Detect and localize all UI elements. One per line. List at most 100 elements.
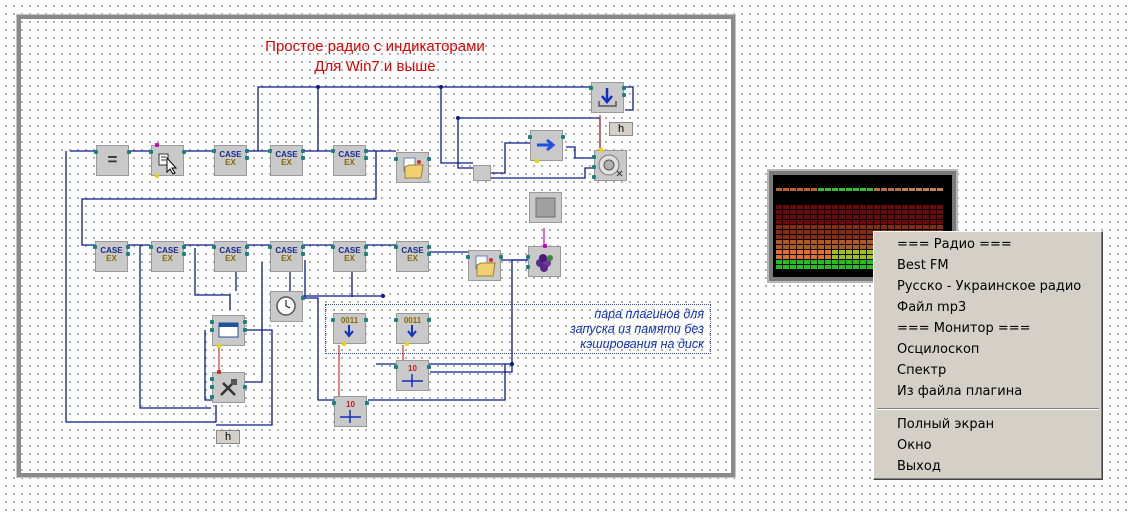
spectrum-cell	[867, 240, 873, 244]
spectrum-cell	[937, 205, 943, 209]
spectrum-cell	[776, 250, 782, 254]
spectrum-cell	[797, 260, 803, 264]
case-label: CASE	[275, 150, 298, 159]
schema-canvas[interactable]	[16, 14, 736, 478]
menu-item-mp3-file[interactable]: Файл mp3	[897, 300, 967, 315]
spectrum-cell	[832, 210, 838, 214]
spectrum-cell	[804, 220, 810, 224]
spectrum-cell	[839, 255, 845, 259]
ex-label: EX	[281, 254, 292, 263]
clock-icon	[276, 296, 296, 316]
counter-label: 0011	[340, 316, 359, 325]
menu-item-plugin-file[interactable]: Из файла плагина	[897, 384, 1023, 399]
menu-item-spectrum[interactable]: Спектр	[897, 363, 947, 378]
index-block[interactable]: 10	[332, 396, 369, 427]
pointer-block[interactable]	[149, 143, 186, 178]
spectrum-cell	[832, 225, 838, 229]
menu-item-oscilloscope[interactable]: Осцилоскоп	[897, 342, 980, 357]
spectrum-cell	[783, 230, 789, 234]
spectrum-cell	[839, 240, 845, 244]
spectrum-cell	[811, 205, 817, 209]
spectrum-cell	[797, 210, 803, 214]
index-block[interactable]: 10	[394, 360, 431, 391]
arrow-right-icon	[537, 138, 556, 152]
context-menu[interactable]: === Радио === Best FM Русско - Украинско…	[873, 231, 1103, 480]
case-label: CASE	[401, 246, 424, 255]
splitter-block[interactable]	[473, 165, 491, 181]
spectrum-cell	[776, 210, 782, 214]
spectrum-cell	[846, 215, 852, 219]
spectrum-cell	[874, 225, 880, 229]
spectrum-cell	[853, 225, 859, 229]
spectrum-cell	[825, 255, 831, 259]
spectrum-cell	[797, 235, 803, 239]
spectrum-cell	[853, 240, 859, 244]
folder-block[interactable]	[394, 152, 431, 183]
spectrum-cell	[867, 250, 873, 254]
spectrum-cell	[818, 265, 824, 269]
spectrum-cell	[797, 245, 803, 249]
spectrum-cell	[790, 230, 796, 234]
comment-line2: запуска из памяти без	[570, 322, 704, 336]
h-tag[interactable]: h	[216, 430, 240, 444]
spectrum-cell	[839, 260, 845, 264]
spectrum-cell	[846, 210, 852, 214]
spectrum-cell	[825, 250, 831, 254]
menu-item-best-fm[interactable]: Best FM	[897, 258, 949, 273]
square-button-block[interactable]	[529, 192, 562, 223]
spectrum-cell	[825, 210, 831, 214]
spectrum-cell	[839, 245, 845, 249]
clock-block[interactable]	[270, 291, 305, 322]
spectrum-cell	[811, 210, 817, 214]
spectrum-cell	[930, 220, 936, 224]
menu-item-radio-header[interactable]: === Радио ===	[897, 237, 1012, 252]
counter-block[interactable]: 0011	[394, 313, 431, 346]
spectrum-cell	[853, 215, 859, 219]
spectrum-cell	[797, 220, 803, 224]
download-block[interactable]	[589, 82, 626, 113]
window-block[interactable]	[210, 315, 247, 348]
spectrum-cell	[811, 265, 817, 269]
spectrum-peak	[853, 188, 859, 191]
arrow-block[interactable]	[528, 130, 565, 163]
spectrum-cell	[825, 205, 831, 209]
spectrum-cell	[895, 210, 901, 214]
index-icon	[402, 374, 423, 387]
berry-block[interactable]	[526, 244, 561, 277]
folder-block[interactable]	[466, 250, 503, 281]
menu-item-window[interactable]: Окно	[897, 438, 932, 453]
spectrum-cell	[818, 215, 824, 219]
folder-icon	[475, 255, 496, 277]
equals-block[interactable]: =	[94, 145, 131, 176]
menu-item-monitor-header[interactable]: === Монитор ===	[897, 321, 1031, 336]
spectrum-cell	[937, 215, 943, 219]
spectrum-cell	[867, 260, 873, 264]
menu-item-fullscreen[interactable]: Полный экран	[897, 417, 995, 432]
window-icon	[218, 322, 239, 338]
speaker-block[interactable]	[592, 148, 627, 181]
h-tag[interactable]: h	[609, 122, 633, 136]
spectrum-cell	[783, 255, 789, 259]
counter-block[interactable]: 0011	[331, 313, 368, 346]
spectrum-peak	[776, 188, 782, 191]
spectrum-cell	[853, 245, 859, 249]
tools-block[interactable]	[210, 370, 247, 403]
spectrum-cell	[832, 230, 838, 234]
menu-item-russian-ukrainian-radio[interactable]: Русско - Украинское радио	[897, 279, 1082, 294]
spectrum-cell	[846, 240, 852, 244]
spectrum-cell	[930, 205, 936, 209]
spectrum-cell	[776, 260, 782, 264]
spectrum-cell	[937, 220, 943, 224]
menu-item-exit[interactable]: Выход	[897, 459, 941, 474]
spectrum-cell	[832, 255, 838, 259]
spectrum-cell	[818, 250, 824, 254]
